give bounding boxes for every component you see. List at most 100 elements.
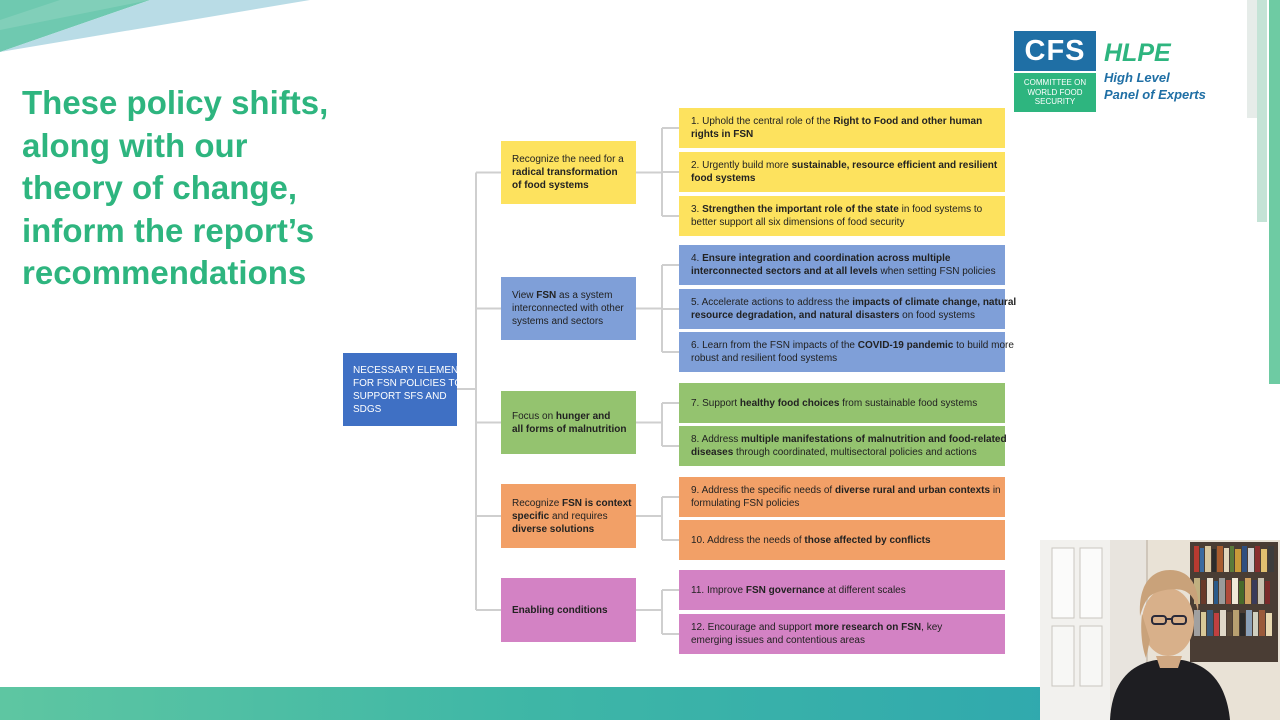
- emphasis-text: Enabling conditions: [512, 604, 608, 616]
- recommendation-text: 12. Encourage and support more research …: [691, 621, 942, 647]
- emphasis-text: resource degradation, and natural disast…: [691, 310, 900, 321]
- text-line: all forms of malnutrition: [512, 423, 626, 436]
- text-line: Recognize the need for a: [512, 153, 624, 166]
- emphasis-text: Strengthen the important role of the sta…: [702, 204, 899, 215]
- plain-text: emerging issues and contentious areas: [691, 635, 865, 646]
- right-edge-stripe: [1247, 0, 1257, 118]
- plain-text: as a system: [556, 290, 613, 301]
- text-line: food systems: [691, 172, 997, 185]
- emphasis-text: FSN: [536, 290, 557, 301]
- emphasis-text: FSN is context: [562, 497, 632, 509]
- plain-text: at different scales: [824, 584, 906, 596]
- plain-text: on food systems: [899, 310, 975, 321]
- recommendation-text: 6. Learn from the FSN impacts of the COV…: [691, 339, 1014, 365]
- plain-text: systems and sectors: [512, 316, 604, 327]
- plain-text: 2. Urgently build more: [691, 160, 792, 171]
- recommendation-text: 8. Address multiple manifestations of ma…: [691, 433, 1007, 459]
- text-line: Enabling conditions: [512, 604, 608, 617]
- recommendation-box: 9. Address the specific needs of diverse…: [679, 477, 1005, 517]
- plain-text: and requires: [549, 510, 608, 522]
- recommendation-text: 4. Ensure integration and coordination a…: [691, 252, 996, 278]
- text-line: systems and sectors: [512, 315, 624, 328]
- diagram-root-box: NECESSARY ELEMENTS FOR FSN POLICIES TO S…: [343, 353, 471, 426]
- root-line: SUPPORT SFS AND: [353, 390, 447, 402]
- hlpe-logo-subtitle: High Level Panel of Experts: [1104, 69, 1206, 103]
- emphasis-text: interconnected sectors and at all levels: [691, 266, 878, 277]
- emphasis-text: hunger and: [555, 410, 611, 422]
- recommendation-box: 7. Support healthy food choices from sus…: [679, 383, 1005, 423]
- plain-text: 8. Address: [691, 434, 742, 445]
- text-line: 2. Urgently build more sustainable, reso…: [691, 159, 997, 172]
- recommendation-box: 6. Learn from the FSN impacts of the COV…: [679, 332, 1014, 372]
- text-line: 12. Encourage and support more research …: [691, 621, 942, 634]
- text-line: interconnected with other: [512, 302, 624, 315]
- emphasis-text: all forms of malnutrition: [512, 423, 627, 435]
- text-line: diverse solutions: [512, 523, 632, 536]
- text-line: 1. Uphold the central role of the Right …: [691, 115, 982, 128]
- right-edge-stripe: [1257, 0, 1267, 222]
- text-line: rights in FSN: [691, 128, 982, 141]
- headline-line: These policy shifts,: [22, 84, 329, 121]
- plain-text: 7. Support: [691, 397, 740, 409]
- emphasis-text: sustainable, resource efficient and resi…: [791, 160, 998, 171]
- plain-text: 12. Encourage and support: [691, 622, 815, 633]
- root-line: FOR FSN POLICIES TO: [353, 377, 463, 389]
- plain-text: 1. Uphold the central role of the: [691, 116, 834, 127]
- text-line: 10. Address the needs of those affected …: [691, 534, 931, 547]
- recommendation-box: 12. Encourage and support more research …: [679, 614, 1005, 654]
- recommendation-box: 2. Urgently build more sustainable, reso…: [679, 152, 1005, 192]
- recommendation-box: 8. Address multiple manifestations of ma…: [679, 426, 1007, 466]
- recommendation-box: 1. Uphold the central role of the Right …: [679, 108, 1005, 148]
- plain-text: Recognize: [512, 497, 563, 509]
- text-line: 8. Address multiple manifestations of ma…: [691, 433, 1007, 446]
- text-line: emerging issues and contentious areas: [691, 634, 942, 647]
- emphasis-text: Ensure integration and coordination acro…: [702, 253, 951, 264]
- emphasis-text: healthy food choices: [739, 397, 840, 409]
- cfs-subtitle-line: SECURITY: [1034, 97, 1076, 106]
- text-line: 11. Improve FSN governance at different …: [691, 584, 906, 597]
- plain-text: 5. Accelerate actions to address the: [691, 297, 853, 308]
- plain-text: 11. Improve: [691, 584, 746, 596]
- plain-text: 9. Address the specific needs of: [691, 485, 835, 496]
- cfs-logo-text: CFS: [1014, 31, 1096, 71]
- headline-line: recommendations: [22, 254, 307, 291]
- text-line: formulating FSN policies: [691, 497, 1001, 510]
- emphasis-text: COVID-19 pandemic: [857, 340, 954, 351]
- text-line: 7. Support healthy food choices from sus…: [691, 397, 977, 410]
- top-left-decoration: [0, 0, 310, 52]
- recommendation-text: 9. Address the specific needs of diverse…: [691, 484, 1001, 510]
- plain-text: , key: [921, 622, 943, 633]
- headline-line: inform the report’s: [22, 211, 315, 249]
- emphasis-text: impacts of climate change, natural: [852, 297, 1017, 308]
- text-line: 3. Strengthen the important role of the …: [691, 203, 982, 216]
- text-line: Focus on hunger and: [512, 410, 626, 423]
- recommendation-text: 5. Accelerate actions to address the imp…: [691, 296, 1016, 322]
- recommendation-box: 11. Improve FSN governance at different …: [679, 570, 1005, 610]
- text-line: 5. Accelerate actions to address the imp…: [691, 296, 1016, 309]
- recommendation-box: 3. Strengthen the important role of the …: [679, 196, 1005, 236]
- headline-line: along with our: [22, 126, 248, 164]
- emphasis-text: diverse solutions: [512, 523, 595, 535]
- emphasis-text: of food systems: [512, 180, 589, 191]
- slide-headline: These policy shifts, along with our theo…: [22, 82, 382, 295]
- hlpe-logo-text: HLPE: [1104, 39, 1171, 67]
- recommendation-text: 7. Support healthy food choices from sus…: [691, 397, 977, 410]
- recommendation-box: 5. Accelerate actions to address the imp…: [679, 289, 1016, 329]
- emphasis-text: rights in FSN: [691, 129, 754, 140]
- cfs-logo-box: CFS COMMITTEE ON WORLD FOOD SECURITY: [1014, 31, 1096, 112]
- category-box: Enabling conditions: [501, 578, 636, 642]
- text-line: View FSN as a system: [512, 289, 624, 302]
- plain-text: in food systems to: [898, 204, 983, 215]
- root-line: NECESSARY ELEMENTS: [353, 364, 472, 376]
- plain-text: to build more: [953, 340, 1014, 351]
- plain-text: better support all six dimensions of foo…: [691, 217, 905, 228]
- text-line: resource degradation, and natural disast…: [691, 309, 1016, 322]
